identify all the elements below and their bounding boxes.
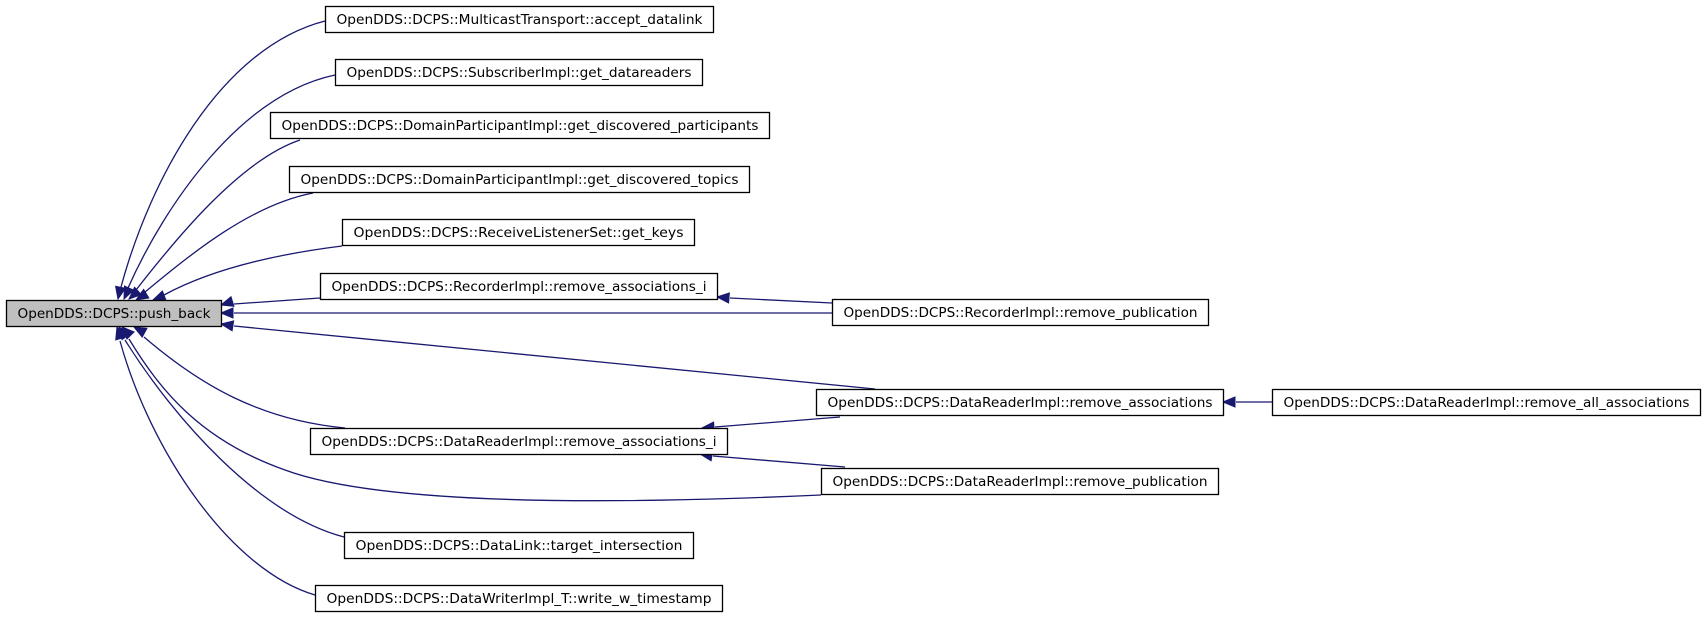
edge-get_discovered_topics-to-push_back <box>134 192 314 301</box>
node-accept_datalink[interactable]: OpenDDS::DCPS::MulticastTransport::accep… <box>324 5 715 34</box>
node-write_w_timestamp[interactable]: OpenDDS::DCPS::DataWriterImpl_T::write_w… <box>314 584 724 613</box>
node-label: OpenDDS::DCPS::SubscriberImpl::get_datar… <box>347 65 692 81</box>
edge-line <box>233 297 321 305</box>
node-label: OpenDDS::DCPS::RecorderImpl::remove_asso… <box>332 279 707 295</box>
edge-rec_remove_publication-to-push_back <box>219 307 832 319</box>
node-box <box>343 531 695 560</box>
edge-line <box>128 338 822 502</box>
edge-line <box>127 74 336 289</box>
node-box <box>319 272 719 301</box>
node-label: OpenDDS::DCPS::DataReaderImpl::remove_as… <box>322 434 717 450</box>
edge-line <box>163 245 343 296</box>
arrowhead <box>219 307 234 319</box>
edge-line <box>120 20 326 288</box>
node-dr_remove_associations_i[interactable]: OpenDDS::DCPS::DataReaderImpl::remove_as… <box>309 427 729 456</box>
node-box <box>269 111 771 140</box>
node-dr_remove_publication[interactable]: OpenDDS::DCPS::DataReaderImpl::remove_pu… <box>820 467 1220 496</box>
node-rec_remove_associations_i[interactable]: OpenDDS::DCPS::RecorderImpl::remove_asso… <box>319 272 719 301</box>
node-box <box>1271 388 1702 417</box>
edge-line <box>712 455 846 468</box>
node-box <box>820 467 1220 496</box>
edge-rec_remove_associations_i-to-push_back <box>219 295 321 307</box>
arrowhead <box>219 295 235 307</box>
arrowhead <box>123 285 135 301</box>
arrowhead <box>219 320 235 332</box>
node-label: OpenDDS::DCPS::DataReaderImpl::remove_al… <box>1284 395 1690 411</box>
node-label: OpenDDS::DCPS::MulticastTransport::accep… <box>337 12 703 28</box>
edge-line <box>135 139 301 291</box>
node-box <box>334 58 704 87</box>
arrowhead <box>114 285 127 301</box>
arrowhead <box>715 292 730 304</box>
edge-line <box>124 339 345 538</box>
edge-write_w_timestamp-to-push_back <box>115 325 316 596</box>
edge-accept_datalink-to-push_back <box>114 20 326 301</box>
node-push_back[interactable]: OpenDDS::DCPS::push_back <box>5 299 223 328</box>
arrowhead <box>132 326 148 338</box>
edge-dr_remove_associations-to-push_back <box>219 320 876 390</box>
node-get_datareaders[interactable]: OpenDDS::DCPS::SubscriberImpl::get_datar… <box>334 58 704 87</box>
edge-line <box>729 297 833 304</box>
node-label: OpenDDS::DCPS::DataReaderImpl::remove_as… <box>828 395 1213 411</box>
node-box <box>815 388 1225 417</box>
node-dr_remove_associations[interactable]: OpenDDS::DCPS::DataReaderImpl::remove_as… <box>815 388 1225 417</box>
edge-line <box>119 340 316 596</box>
edge-dr_remove_all_associations-to-dr_remove_associations <box>1221 396 1272 408</box>
node-label: OpenDDS::DCPS::DataWriterImpl_T::write_w… <box>327 591 712 607</box>
arrowhead <box>134 288 150 301</box>
node-label: OpenDDS::DCPS::push_back <box>18 306 211 322</box>
edge-dr_remove_associations_i-to-push_back <box>132 326 346 429</box>
node-label: OpenDDS::DCPS::RecorderImpl::remove_publ… <box>844 305 1198 321</box>
arrowhead <box>128 286 143 300</box>
node-get_discovered_participants[interactable]: OpenDDS::DCPS::DomainParticipantImpl::ge… <box>269 111 771 140</box>
edge-line <box>233 325 876 390</box>
node-box <box>5 299 223 328</box>
edge-line <box>144 192 314 293</box>
arrowhead <box>1221 396 1236 408</box>
node-dr_remove_all_associations[interactable]: OpenDDS::DCPS::DataReaderImpl::remove_al… <box>1271 388 1702 417</box>
arrowhead <box>115 325 127 341</box>
edge-dr_remove_publication-to-push_back <box>121 326 822 502</box>
edge-line <box>143 336 346 429</box>
edge-get_keys-to-push_back <box>151 245 343 301</box>
node-box <box>288 165 751 194</box>
node-target_intersection[interactable]: OpenDDS::DCPS::DataLink::target_intersec… <box>343 531 695 560</box>
arrowhead <box>151 290 167 301</box>
node-box <box>309 427 729 456</box>
node-label: OpenDDS::DCPS::ReceiveListenerSet::get_k… <box>354 225 684 241</box>
node-label: OpenDDS::DCPS::DomainParticipantImpl::ge… <box>301 172 739 188</box>
node-label: OpenDDS::DCPS::DomainParticipantImpl::ge… <box>282 118 759 134</box>
node-box <box>831 298 1210 327</box>
node-rec_remove_publication[interactable]: OpenDDS::DCPS::RecorderImpl::remove_publ… <box>831 298 1210 327</box>
node-box <box>324 5 715 34</box>
edge-rec_remove_publication-to-rec_remove_associations_i <box>715 292 833 304</box>
edge-get_discovered_participants-to-push_back <box>128 139 301 300</box>
node-box <box>314 584 724 613</box>
edge-get_datareaders-to-push_back <box>123 74 336 301</box>
node-label: OpenDDS::DCPS::DataLink::target_intersec… <box>356 538 683 554</box>
edge-line <box>714 416 841 428</box>
node-label: OpenDDS::DCPS::DataReaderImpl::remove_pu… <box>833 474 1208 490</box>
node-get_discovered_topics[interactable]: OpenDDS::DCPS::DomainParticipantImpl::ge… <box>288 165 751 194</box>
node-box <box>341 218 696 247</box>
node-get_keys[interactable]: OpenDDS::DCPS::ReceiveListenerSet::get_k… <box>341 218 696 247</box>
